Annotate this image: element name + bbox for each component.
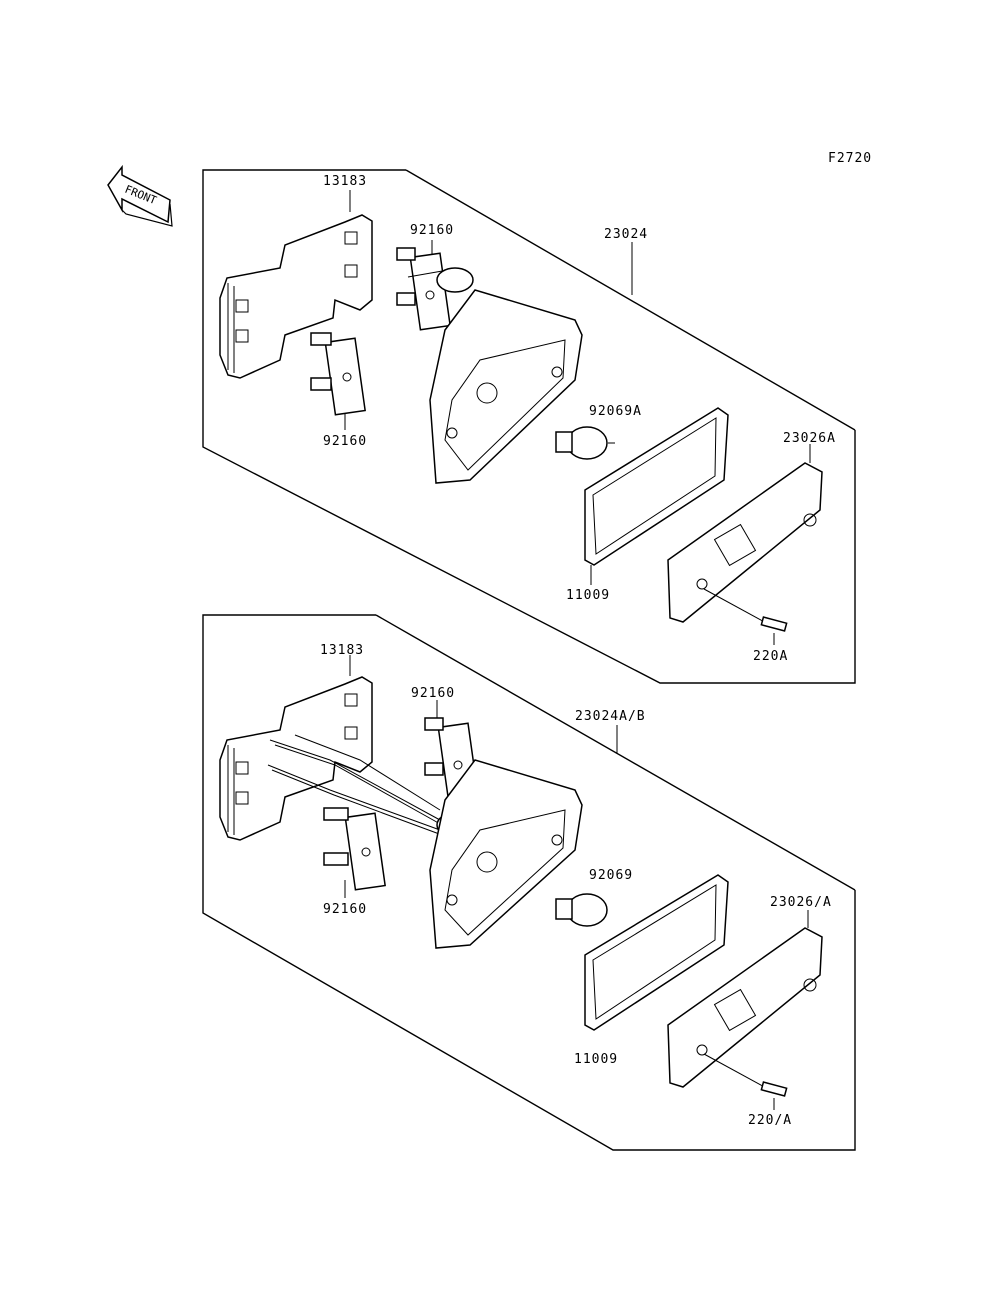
assembly-2-frame bbox=[202, 614, 856, 1151]
assembly-1-frame bbox=[202, 169, 856, 684]
label-socket-upper: 92160 bbox=[410, 223, 454, 238]
label-lens: 23026A bbox=[783, 431, 836, 446]
label-bulb: 92069 bbox=[589, 868, 633, 883]
label-screw: 220A bbox=[753, 649, 788, 664]
lamp-housing bbox=[407, 242, 633, 484]
lens bbox=[667, 910, 823, 1088]
label-socket-lower: 92160 bbox=[323, 434, 367, 449]
lens bbox=[667, 444, 823, 623]
label-gasket: 11009 bbox=[574, 1052, 618, 1067]
assembly-2: 13183 92160 92160 bbox=[202, 614, 856, 1151]
label-lens: 23026/A bbox=[770, 895, 832, 910]
gasket bbox=[584, 874, 729, 1031]
gasket bbox=[584, 407, 729, 585]
label-housing: 23024 bbox=[604, 227, 648, 242]
label-screw: 220/A bbox=[748, 1113, 792, 1128]
label-gasket: 11009 bbox=[566, 588, 610, 603]
front-arrow-icon: FRONT bbox=[107, 164, 173, 227]
bracket bbox=[219, 655, 373, 841]
bracket bbox=[219, 190, 373, 379]
label-bracket: 13183 bbox=[323, 174, 367, 189]
wire-harness bbox=[267, 734, 443, 836]
label-bulb: 92069A bbox=[589, 404, 642, 419]
figure-code: F2720 bbox=[828, 151, 872, 166]
bulb bbox=[555, 893, 608, 927]
label-bracket: 13183 bbox=[320, 643, 364, 658]
screw bbox=[703, 1053, 788, 1110]
bulb bbox=[555, 426, 615, 460]
assembly-1: 13183 92160 92160 bbox=[202, 169, 856, 684]
socket-lower bbox=[323, 807, 386, 898]
socket-lower bbox=[310, 332, 366, 430]
label-socket-lower: 92160 bbox=[323, 902, 367, 917]
screw bbox=[703, 588, 788, 645]
lamp-housing bbox=[429, 725, 618, 949]
label-socket-upper: 92160 bbox=[411, 686, 455, 701]
label-housing: 23024A/B bbox=[575, 709, 646, 724]
